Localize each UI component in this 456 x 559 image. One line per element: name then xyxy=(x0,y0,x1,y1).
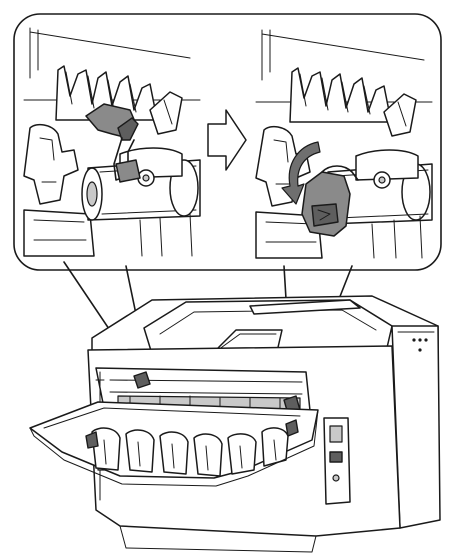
detail-after-lever-down xyxy=(255,29,433,259)
detail-before-lever-up xyxy=(23,27,201,257)
rear-cover-open xyxy=(29,401,319,487)
curved-down-arrow-icon xyxy=(281,141,321,205)
callout-panel xyxy=(13,13,442,271)
right-arrow-icon xyxy=(207,109,247,171)
